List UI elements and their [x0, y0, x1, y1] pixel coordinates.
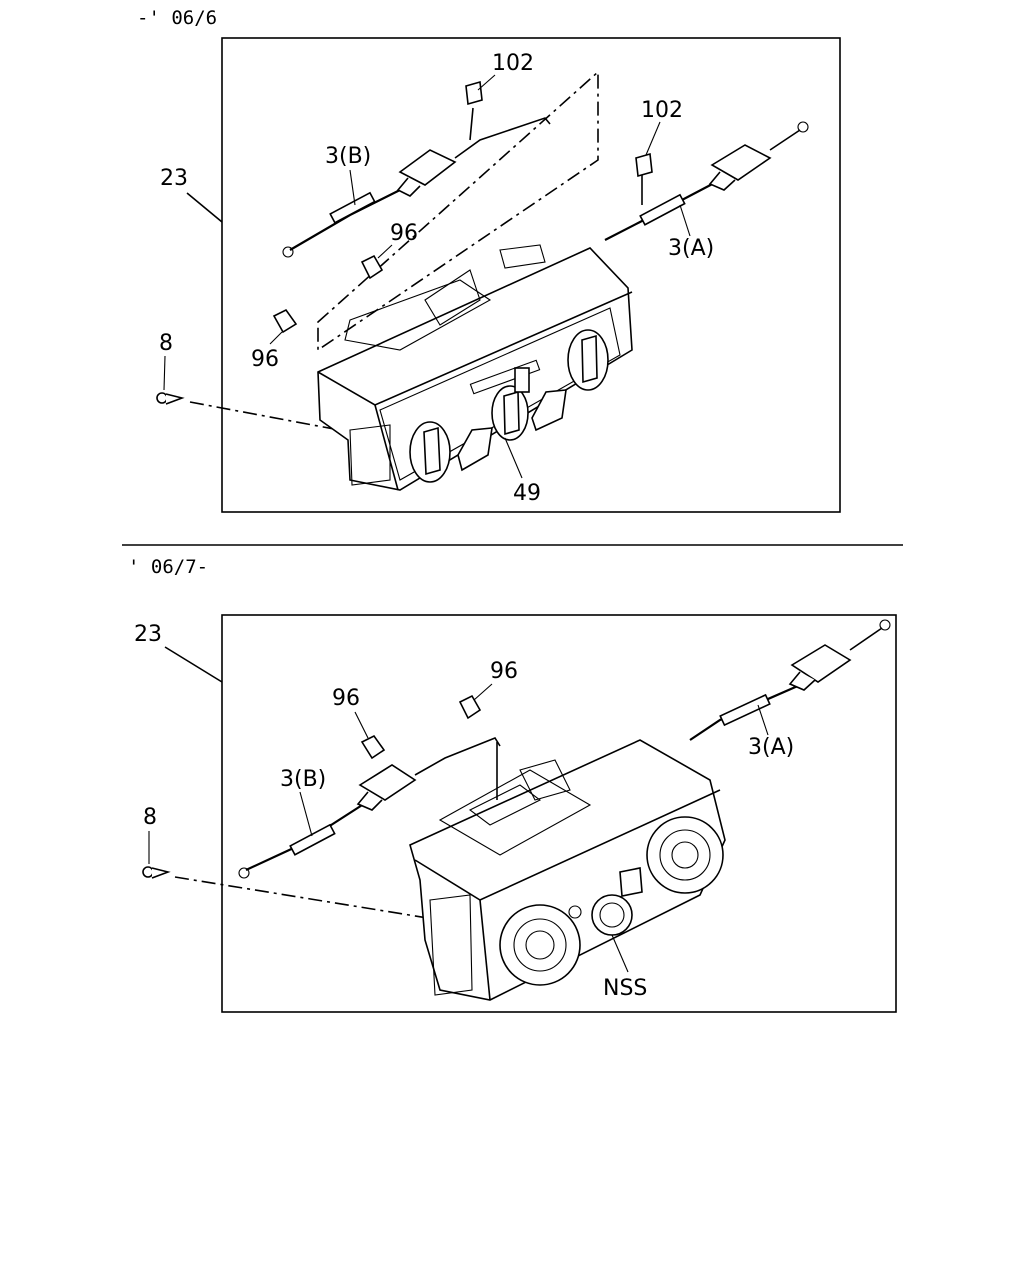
- top-callout-23: 23: [160, 166, 188, 191]
- bottom-bulb-left: [360, 734, 386, 760]
- top-screw: [156, 392, 185, 405]
- bottom-control-unit: [409, 739, 726, 1001]
- top-leader-102-left: [477, 74, 496, 91]
- top-callout-49: 49: [513, 481, 541, 506]
- bottom-leader-96-right: [473, 683, 493, 701]
- bottom-callout-23: 23: [134, 622, 162, 647]
- top-leader-102-right: [645, 121, 661, 156]
- top-screw-axis: [189, 401, 351, 433]
- top-callout-3b: 3(B): [325, 144, 371, 169]
- top-cable-a: [604, 121, 809, 241]
- top-control-unit: [317, 244, 633, 491]
- bottom-leader-3b: [299, 791, 313, 837]
- bottom-callout-8: 8: [143, 805, 157, 830]
- top-clip-left: [465, 80, 483, 106]
- top-leader-8: [163, 355, 166, 391]
- bottom-cable-b: [238, 737, 501, 879]
- bottom-frame: [221, 614, 897, 1013]
- bottom-section: ' 06/7- 23 96 96 3(B): [128, 556, 897, 1013]
- top-section: -' 06/6 23 3(B) 102: [137, 7, 841, 513]
- top-leader-96-lower: [269, 331, 283, 345]
- bottom-callout-nss: NSS: [603, 976, 647, 1001]
- top-bulb-upper: [360, 254, 384, 280]
- top-callout-8: 8: [159, 331, 173, 356]
- bottom-leader-96-left: [354, 711, 369, 739]
- top-leader-49: [504, 437, 523, 479]
- bottom-leader-nss: [611, 934, 629, 973]
- bottom-leader-23: [164, 646, 223, 683]
- top-bulb-lower: [272, 308, 298, 334]
- bottom-callout-3a: 3(A): [748, 735, 794, 760]
- top-clip-right: [635, 152, 653, 178]
- bottom-bulb-right: [458, 694, 482, 720]
- bottom-cable-a: [689, 619, 891, 741]
- top-leader-96-upper: [377, 244, 393, 259]
- top-panel-outline: [317, 70, 599, 352]
- top-callout-102-left: 102: [492, 51, 534, 76]
- bottom-callout-3b: 3(B): [280, 767, 326, 792]
- top-callout-96-lower: 96: [251, 347, 279, 372]
- bottom-leader-3a: [757, 704, 769, 736]
- bottom-period-label: ' 06/7-: [128, 556, 208, 578]
- top-leader-3a: [679, 204, 691, 237]
- bottom-screw: [142, 866, 171, 879]
- top-frame: [221, 37, 841, 513]
- top-callout-3a: 3(A): [668, 236, 714, 261]
- top-period-label: -' 06/6: [137, 7, 217, 29]
- bottom-callout-96-left: 96: [332, 686, 360, 711]
- bottom-callout-96-right: 96: [490, 659, 518, 684]
- top-cable-b: [282, 107, 551, 258]
- top-callout-96-upper: 96: [390, 221, 418, 246]
- top-leader-3b: [349, 169, 356, 206]
- bottom-screw-axis: [174, 876, 441, 921]
- top-leader-23: [186, 192, 223, 223]
- top-callout-102-right: 102: [641, 98, 683, 123]
